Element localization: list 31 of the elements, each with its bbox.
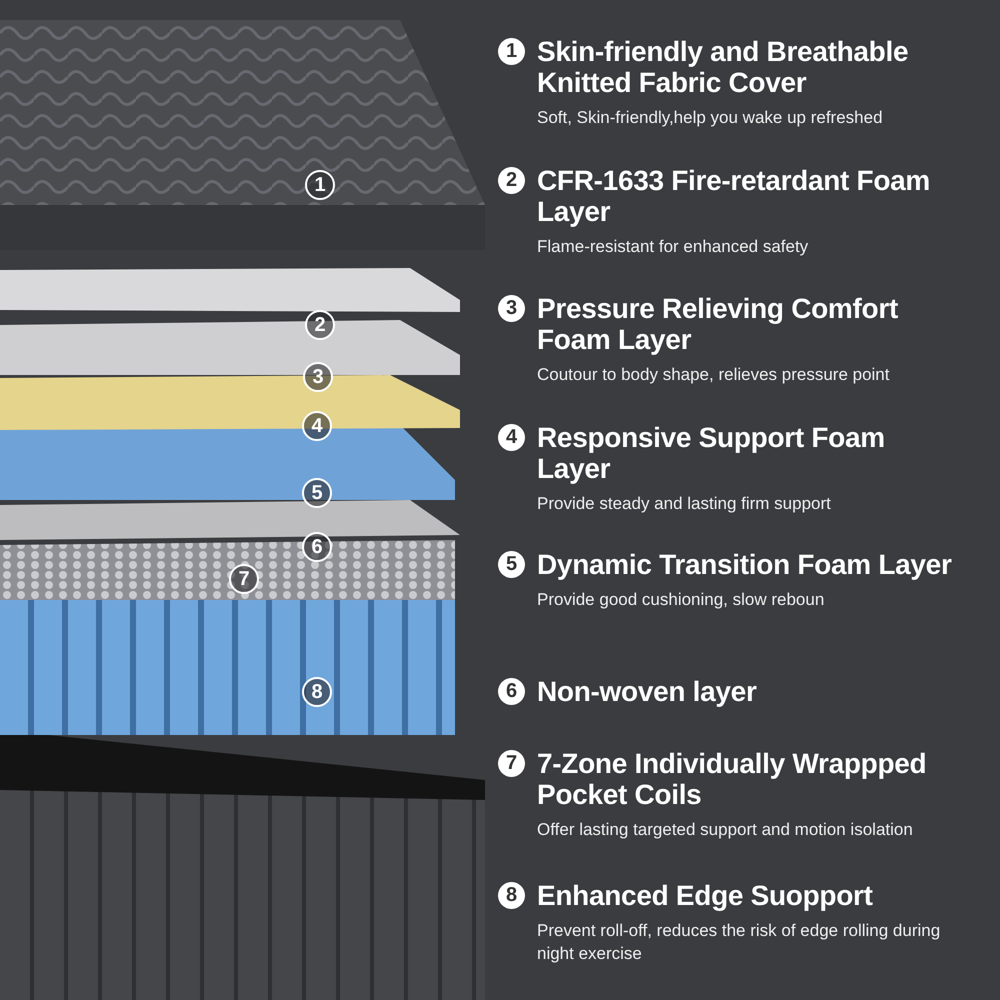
feature-description: Prevent roll-off, reduces the risk of edge rolling during night exercise — [537, 920, 942, 965]
callout-number: 6 — [302, 532, 332, 562]
feature-description: Provide good cushioning, slow reboun — [537, 589, 826, 611]
feature-heading: Non-woven layer — [537, 676, 758, 707]
number-badge: 6 — [498, 678, 525, 705]
feature-heading: Enhanced Edge Suopport — [537, 880, 874, 911]
number-badge: 2 — [498, 167, 525, 194]
callout-number: 8 — [302, 677, 332, 707]
feature-heading: Skin-friendly and Breathable Knitted Fabric Cover — [537, 36, 910, 98]
feature-heading: Dynamic Transition Foam Layer — [537, 549, 953, 580]
feature-description: Coutour to body shape, relieves pressure point — [537, 364, 890, 386]
callout-number: 2 — [305, 310, 335, 340]
feature-description: Provide steady and lasting firm support — [537, 493, 832, 515]
feature-heading: 7-Zone Individually Wrappped Pocket Coils — [537, 748, 928, 810]
number-badge: 5 — [498, 551, 525, 578]
number-badge: 3 — [498, 295, 525, 322]
feature-description: Soft, Skin-friendly,help you wake up refreshed — [537, 107, 884, 129]
feature-heading: Responsive Support Foam Layer — [537, 422, 886, 484]
number-badge: 4 — [498, 424, 525, 451]
number-badge: 1 — [498, 38, 525, 65]
number-badge: 8 — [498, 882, 525, 909]
number-badge: 7 — [498, 750, 525, 777]
feature-description: Flame-resistant for enhanced safety — [537, 236, 810, 258]
feature-heading: Pressure Relieving Comfort Foam Layer — [537, 293, 899, 355]
feature-heading: CFR-1633 Fire-retardant Foam Layer — [537, 165, 932, 227]
callout-number: 3 — [303, 362, 333, 392]
callout-number: 7 — [229, 564, 259, 594]
callout-number: 1 — [305, 170, 335, 200]
callout-number: 4 — [302, 411, 332, 441]
feature-description: Offer lasting targeted support and motion isolation — [537, 819, 914, 841]
callout-number: 5 — [302, 478, 332, 508]
